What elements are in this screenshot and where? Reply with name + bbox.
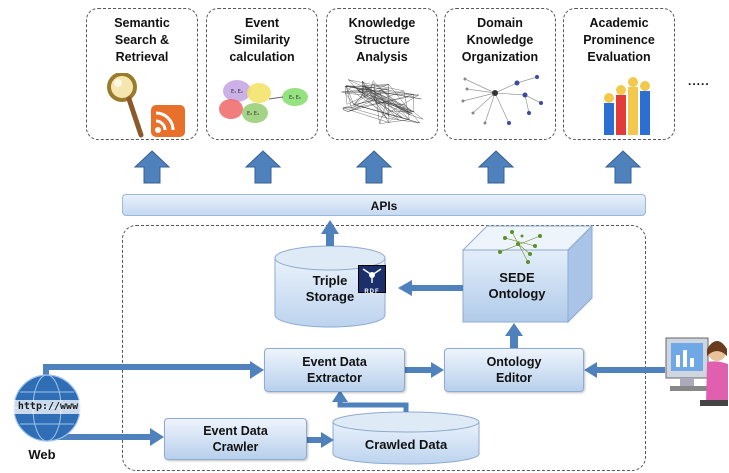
card-domain-knowledge: Domain Knowledge Organization: [444, 8, 556, 140]
arrow-data-to-extractor: [337, 398, 409, 412]
user-at-computer-icon: [665, 337, 728, 406]
ontology-editor-box: Ontology Editor: [444, 348, 584, 392]
arrow-user-to-editor: [584, 362, 665, 378]
arrow-up-icon: [134, 150, 170, 184]
rdf-badge-text: RDF: [364, 289, 380, 295]
system-boundary: [122, 225, 646, 471]
card-knowledge-structure: Knowledge Structure Analysis: [326, 8, 438, 140]
card-title: Academic Prominence Evaluation: [583, 16, 655, 64]
arrow-extractor-to-editor: [405, 362, 444, 378]
web-globe-icon: [10, 374, 86, 442]
crawled-data-label: Crawled Data: [364, 437, 448, 452]
triple-storage-cylinder: [274, 245, 386, 328]
arrow-editor-to-ontology: [505, 323, 523, 348]
event-data-extractor-label: Event Data Extractor: [302, 355, 367, 385]
card-title: Semantic Search & Retrieval: [114, 16, 170, 64]
arrow-crawler-to-data: [307, 432, 334, 448]
arrow-up-icon: [245, 150, 281, 184]
sede-ontology-cube: [461, 224, 594, 324]
card-academic-prominence: Academic Prominence Evaluation: [563, 8, 675, 140]
arrow-web-to-extractor: [43, 364, 252, 385]
arrow-ontology-to-storage: [398, 280, 463, 296]
event-data-crawler-box: Event Data Crawler: [164, 418, 307, 460]
web-globe-text: http://www: [17, 401, 79, 412]
arrow-up-icon: [356, 150, 392, 184]
crawled-data-cylinder: [332, 411, 480, 465]
card-title: Event Similarity calculation: [229, 16, 295, 64]
apis-bar: APIs: [122, 194, 646, 216]
event-cluster-icon: E₁ E₂ E₃ E₄ E₅ E₆: [219, 80, 308, 123]
people-chart-icon: [604, 77, 650, 135]
card-title: Domain Knowledge Organization: [461, 16, 539, 64]
event-data-crawler-label: Event Data Crawler: [203, 424, 268, 454]
more-ellipsis: .....: [688, 74, 710, 88]
network-graph-icon: [341, 79, 424, 124]
web-label: Web: [28, 447, 56, 462]
svg-text:E₃ E₄: E₃ E₄: [247, 111, 259, 117]
event-data-extractor-box: Event Data Extractor: [264, 348, 405, 392]
arrow-storage-to-apis: [321, 220, 339, 246]
card-event-similarity: Event Similarity calculation E₁ E₂ E₃ E₄…: [206, 8, 318, 140]
arrow-up-icon: [605, 150, 641, 184]
card-title: Knowledge Structure Analysis: [348, 16, 416, 64]
card-semantic-search: Semantic Search & Retrieval: [86, 8, 198, 140]
magnifier-rss-icon: [107, 73, 185, 138]
svg-text:E₁ E₂: E₁ E₂: [231, 89, 243, 95]
arrow-up-icon: [478, 150, 514, 184]
knowledge-tree-icon: [461, 75, 543, 125]
rdf-logo-icon: RDF: [358, 265, 386, 295]
triple-storage-label: Triple Storage: [305, 273, 355, 304]
svg-text:E₅ E₆: E₅ E₆: [289, 95, 301, 101]
sede-ontology-label: SEDE Ontology: [488, 270, 546, 301]
ontology-editor-label: Ontology Editor: [486, 355, 542, 385]
